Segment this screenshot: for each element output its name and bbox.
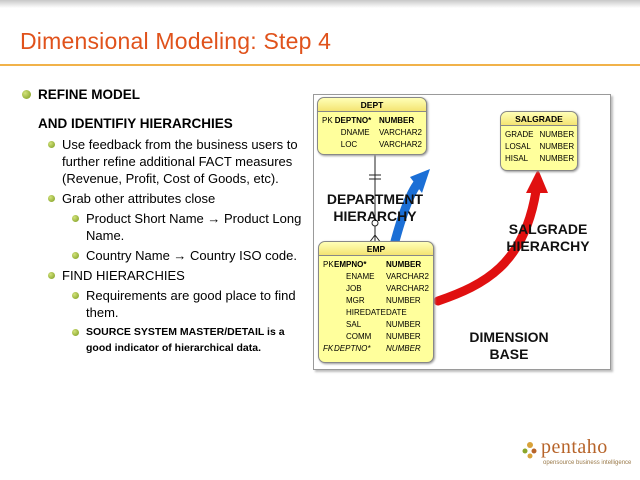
emp-key: [323, 283, 334, 295]
bullet-refine-model: REFINE MODEL: [38, 87, 141, 102]
emp-column-type: NUMBER: [386, 332, 421, 341]
salgrade-column-type: NUMBER: [539, 130, 575, 139]
emp-column-name: SAL: [346, 320, 362, 329]
salgrade-column-type: NUMBER: [539, 154, 575, 163]
emp-column-name: JOB: [346, 284, 362, 293]
bullet-feedback: Use feedback from the business users to …: [62, 137, 298, 186]
bullet-dot-icon: [72, 252, 79, 259]
label-line: SALGRADE: [508, 221, 588, 237]
bullet-requirements: Requirements are good place to find them…: [86, 288, 296, 320]
bullet-l1: REFINE MODEL: [20, 86, 312, 103]
dept-table: DEPT PK DEPTNO* DNAME LOC NUMBER VARCHAR…: [317, 97, 427, 155]
emp-key: [323, 307, 334, 319]
emp-key: FK: [323, 344, 334, 353]
bullet-dot-icon: [48, 141, 55, 148]
dept-column-name: DNAME: [340, 128, 370, 137]
dept-key: PK: [322, 116, 333, 125]
emp-table: EMP PK FK EMPNO* ENAME JOB MGR HIREDATE …: [318, 241, 434, 363]
emp-table-title: EMP: [319, 242, 433, 256]
bullet-source-system: SOURCE SYSTEM MASTER/DETAIL is a good in…: [86, 326, 285, 354]
emp-key: PK: [323, 260, 334, 269]
emp-key: [323, 271, 334, 283]
red-arrow: [433, 169, 548, 306]
salgrade-column-name: HISAL: [505, 154, 529, 163]
salgrade-column-name: GRADE: [505, 130, 534, 139]
emp-column-name: HIREDATE: [346, 308, 386, 317]
er-diagram: DEPT PK DEPTNO* DNAME LOC NUMBER VARCHAR…: [313, 94, 611, 370]
dept-column-name: DEPTNO*: [334, 116, 372, 125]
emp-column-type: NUMBER: [386, 320, 421, 329]
bullet-find-hierarchies: FIND HIERARCHIES: [62, 268, 185, 283]
dept-column-type: NUMBER: [379, 116, 415, 125]
bullet-dot-icon: [22, 90, 31, 99]
emp-key: [323, 319, 334, 331]
dept-key: [322, 127, 335, 139]
bullet-dot-icon: [72, 215, 79, 222]
bullet-product-name: Product Short Name → Product Long Name.: [86, 211, 302, 243]
bullet-grab-attributes: Grab other attributes close: [62, 191, 216, 206]
bullet-l2: FIND HIERARCHIES: [20, 267, 312, 284]
bullet-country-name: Country Name → Country ISO code.: [86, 248, 297, 263]
bullet-identify-hierarchies: AND IDENTIFIY HIERARCHIES: [38, 116, 233, 131]
emp-column-type: NUMBER: [386, 344, 421, 353]
dept-column-type: VARCHAR2: [379, 140, 422, 149]
top-gradient-bar: [0, 0, 640, 8]
dimension-base-label: DIMENSION BASE: [454, 329, 564, 363]
blue-arrow: [389, 169, 430, 250]
bullet-dot-icon: [72, 292, 79, 299]
dept-column-name: LOC: [340, 140, 358, 149]
department-hierarchy-label: DEPARTMENT HIERARCHY: [316, 191, 434, 225]
diagram-connectors: [368, 155, 548, 306]
emp-column-name: DEPTNO*: [334, 344, 371, 353]
logo-tagline: opensource business intelligence: [543, 460, 632, 466]
title-rule: [0, 64, 640, 66]
dept-table-title: DEPT: [318, 98, 426, 112]
salgrade-column-name: LOSAL: [505, 142, 531, 151]
bullet-dot-icon: [72, 329, 79, 336]
label-line: HIERARCHY: [333, 208, 417, 224]
emp-column-name: MGR: [346, 296, 365, 305]
bullet-l3: Country Name → Country ISO code.: [20, 247, 312, 264]
bullet-l2: Grab other attributes close: [20, 190, 312, 207]
pentaho-logo: pentaho opensource business intelligence: [521, 436, 631, 472]
emp-key: [323, 295, 334, 307]
bullet-content: REFINE MODEL AND IDENTIFIY HIERARCHIES U…: [20, 86, 312, 356]
relationship-line: [368, 155, 382, 244]
bullet-l3: Requirements are good place to find them…: [20, 287, 312, 321]
salgrade-table: SALGRADE GRADE LOSAL HISAL NUMBER NUMBER…: [500, 111, 578, 171]
emp-column-name: COMM: [346, 332, 372, 341]
dept-column-type: VARCHAR2: [379, 128, 422, 137]
emp-column-type: NUMBER: [386, 296, 421, 305]
bullet-dot-icon: [48, 195, 55, 202]
emp-column-name: EMPNO*: [334, 260, 367, 269]
label-line: BASE: [489, 346, 529, 362]
emp-column-type: VARCHAR2: [386, 284, 429, 293]
bullet-l2: Use feedback from the business users to …: [20, 136, 312, 187]
bullet-l3: Product Short Name → Product Long Name.: [20, 210, 312, 244]
pentaho-logo-icon: [522, 442, 537, 459]
emp-column-type: VARCHAR2: [386, 272, 429, 281]
slide-title: Dimensional Modeling: Step 4: [20, 28, 332, 54]
emp-column-name: ENAME: [346, 272, 375, 281]
label-line: DIMENSION: [469, 329, 549, 345]
label-line: DEPARTMENT: [326, 191, 424, 207]
emp-column-type: DATE: [386, 308, 407, 317]
bullet-l3: SOURCE SYSTEM MASTER/DETAIL is a good in…: [20, 324, 312, 356]
emp-key: [323, 331, 334, 343]
logo-wordmark: pentaho: [541, 436, 608, 458]
salgrade-column-type: NUMBER: [539, 142, 575, 151]
salgrade-hierarchy-label: SALGRADE HIERARCHY: [498, 221, 598, 255]
bullet-dot-icon: [48, 272, 55, 279]
salgrade-table-title: SALGRADE: [501, 112, 577, 126]
dept-key: [322, 139, 335, 151]
emp-column-type: NUMBER: [386, 260, 422, 269]
label-line: HIERARCHY: [506, 238, 590, 254]
